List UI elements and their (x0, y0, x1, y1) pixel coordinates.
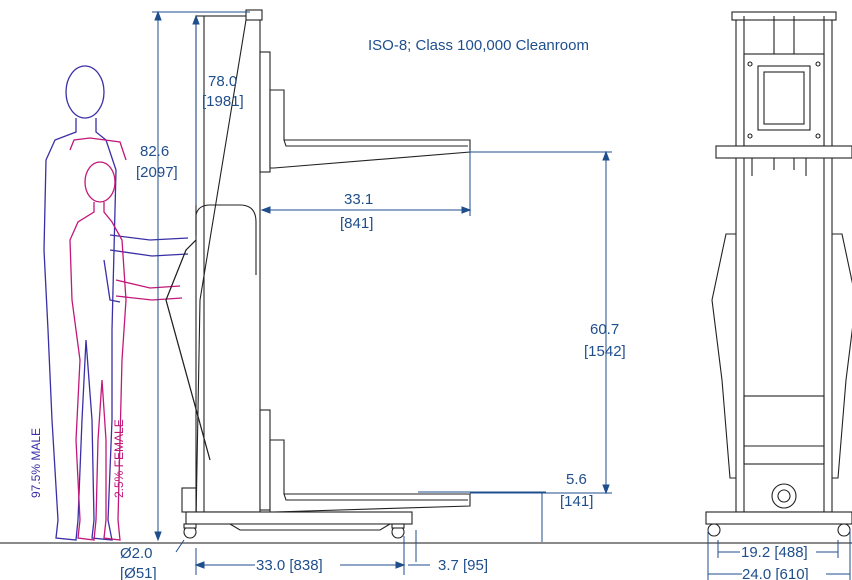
lift-front-view (705, 11, 852, 537)
cleanroom-note: ISO-8; Class 100,000 Cleanroom (368, 37, 589, 54)
dim-overall-height-in: 82.6 (140, 143, 169, 160)
female-label: 2.5% FEMALE (112, 419, 126, 498)
dim-overall-height-mm: [2097] (136, 164, 178, 181)
dim-platform-reach-mm: [841] (340, 215, 373, 232)
dim-wheelbase: 33.0 [838] (256, 557, 323, 574)
dim-handle-height-in: 78.0 (208, 73, 237, 90)
dim-wheel-diameter-in: Ø2.0 (120, 545, 153, 562)
dimension-lines (152, 10, 851, 580)
lift-side-view (165, 9, 471, 539)
dim-wheel-diameter-mm: [Ø51] (120, 565, 157, 580)
dim-handle-height-mm: [1981] (202, 93, 244, 110)
dim-ground-clearance: 3.7 [95] (438, 557, 488, 574)
male-figure (43, 65, 189, 541)
dim-inner-width: 19.2 [488] (741, 544, 808, 561)
female-figure (69, 137, 183, 541)
dim-outer-width: 24.0 [610] (742, 566, 809, 580)
dim-lift-travel-mm: [1542] (584, 343, 626, 360)
dim-platform-reach-in: 33.1 (344, 191, 373, 208)
dim-low-platform-in: 5.6 (566, 471, 587, 488)
dim-lift-travel-in: 60.7 (590, 321, 619, 338)
dim-low-platform-mm: [141] (560, 493, 593, 510)
male-label: 97.5% MALE (29, 428, 43, 498)
